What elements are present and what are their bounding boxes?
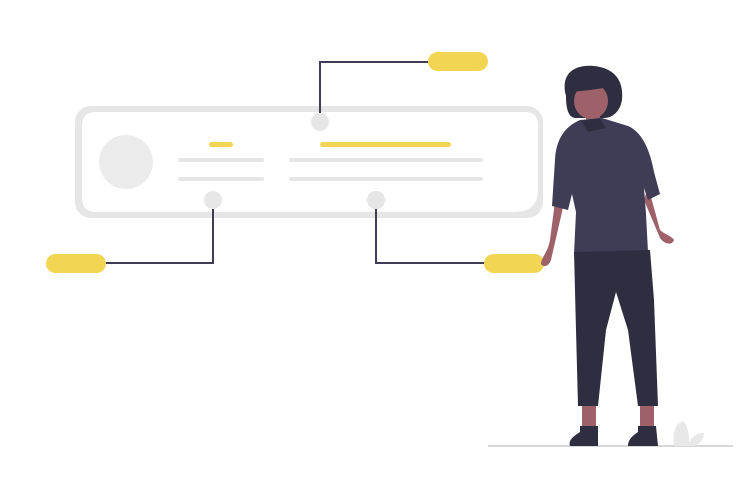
person-pants	[574, 250, 658, 406]
profile-card	[75, 106, 543, 218]
avatar-placeholder-icon	[99, 135, 153, 189]
plant-icon	[673, 421, 704, 446]
person-face	[574, 83, 608, 119]
left-connector-line	[100, 209, 214, 264]
title-accent-long	[320, 142, 451, 147]
left-anchor-dot	[204, 191, 222, 209]
person-right-arm	[644, 186, 674, 244]
right-anchor-dot	[367, 191, 385, 209]
person-top	[552, 118, 660, 254]
text-line-left-1	[178, 158, 264, 162]
top-connector-line	[319, 61, 432, 113]
text-line-right-2	[289, 177, 483, 181]
person-right-shoe	[628, 426, 658, 446]
right-connector-line	[375, 209, 488, 264]
top-anchor-dot	[311, 113, 329, 131]
text-line-left-2	[178, 177, 264, 181]
top-callout-pill	[428, 52, 488, 71]
standing-person	[541, 65, 674, 446]
right-callout	[367, 191, 544, 273]
text-line-right-1	[289, 158, 483, 162]
right-callout-pill	[484, 254, 544, 273]
left-callout	[46, 191, 222, 273]
person-collar	[581, 118, 606, 132]
person-left-ankle	[582, 406, 596, 428]
person-right-ankle	[640, 406, 654, 428]
title-accent-short	[209, 142, 233, 147]
left-callout-pill	[46, 254, 106, 273]
person-hair-bangs	[572, 70, 619, 96]
top-callout	[311, 52, 488, 131]
person-left-shoe	[569, 426, 598, 446]
